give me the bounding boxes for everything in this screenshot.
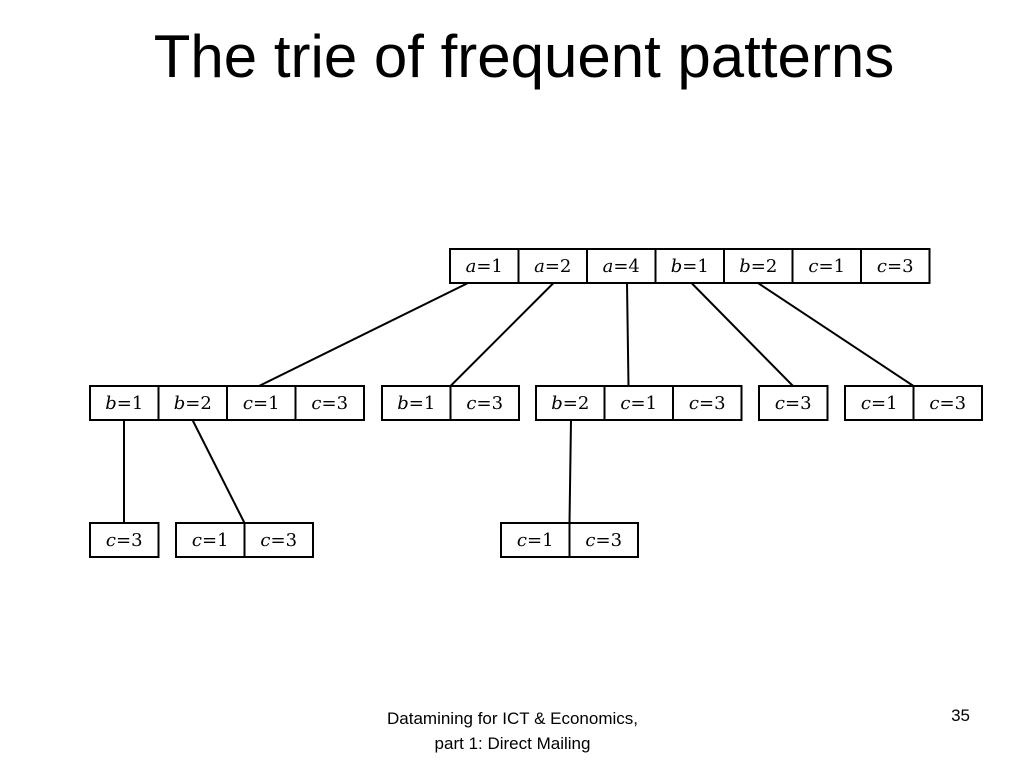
trie-cell-label: a=1 bbox=[466, 256, 503, 277]
trie-level3-node: c=1 c=3 bbox=[175, 522, 314, 558]
trie-cell-box bbox=[672, 385, 743, 421]
trie-cell-box bbox=[791, 248, 862, 284]
trie-cell-label: a=2 bbox=[534, 256, 571, 277]
footer-line-2: part 1: Direct Mailing bbox=[434, 734, 591, 753]
trie-cell-label: c=3 bbox=[466, 393, 503, 414]
trie-edge bbox=[690, 282, 794, 387]
trie-cell-label: b=2 bbox=[174, 393, 212, 414]
trie-cell-box bbox=[89, 522, 160, 558]
trie-cell-label: b=1 bbox=[105, 393, 143, 414]
trie-edge bbox=[626, 282, 630, 387]
trie-cell-label: b=2 bbox=[551, 393, 589, 414]
trie-cell-box bbox=[449, 248, 520, 284]
trie-edge bbox=[191, 419, 246, 524]
trie-cell-box bbox=[860, 248, 931, 284]
trie-edge bbox=[449, 282, 555, 387]
trie-cell-box bbox=[654, 248, 725, 284]
trie-cell-label: b=1 bbox=[397, 393, 435, 414]
trie-cell-box bbox=[243, 522, 314, 558]
trie-cell-label: c=1 bbox=[243, 393, 280, 414]
trie-cell-label: c=3 bbox=[260, 530, 297, 551]
trie-edge bbox=[568, 419, 572, 524]
trie-level2-node: c=3 bbox=[758, 385, 829, 421]
trie-level2-node: b=1 b=2 c=1 c=3 bbox=[89, 385, 365, 421]
trie-cell-label: c=3 bbox=[106, 530, 143, 551]
footer-line-1: Datamining for ICT & Economics, bbox=[387, 709, 638, 728]
trie-cell-label: b=2 bbox=[739, 256, 777, 277]
trie-level2-node: b=2 c=1 c=3 bbox=[535, 385, 743, 421]
trie-cell-box bbox=[912, 385, 983, 421]
trie-level2-node: c=1 c=3 bbox=[844, 385, 983, 421]
trie-level3-node: c=3 bbox=[89, 522, 160, 558]
slide-title: The trie of frequent patterns bbox=[153, 23, 895, 90]
trie-cell-label: c=3 bbox=[929, 393, 966, 414]
trie-cell-box bbox=[758, 385, 829, 421]
trie-level3-node: c=1 c=3 bbox=[500, 522, 639, 558]
trie-cell-box bbox=[568, 522, 639, 558]
page-number: 35 bbox=[951, 706, 970, 725]
trie-cell-label: c=3 bbox=[311, 393, 348, 414]
trie-cell-box bbox=[226, 385, 297, 421]
trie-cell-box bbox=[381, 385, 452, 421]
trie-cell-box bbox=[586, 248, 657, 284]
trie-cell-label: c=3 bbox=[775, 393, 812, 414]
trie-cell-label: c=3 bbox=[585, 530, 622, 551]
trie-edge bbox=[258, 282, 469, 387]
trie-cell-label: c=1 bbox=[517, 530, 554, 551]
trie-level2-node: b=1 c=3 bbox=[381, 385, 520, 421]
trie-cell-box bbox=[449, 385, 520, 421]
footer-caption: Datamining for ICT & Economics, part 1: … bbox=[350, 706, 675, 756]
trie-cell-label: b=1 bbox=[671, 256, 709, 277]
trie-cell-box bbox=[294, 385, 365, 421]
trie-cell-label: c=3 bbox=[877, 256, 914, 277]
trie-cell-box bbox=[175, 522, 246, 558]
trie-cell-label: c=1 bbox=[192, 530, 229, 551]
trie-cell-label: c=1 bbox=[861, 393, 898, 414]
trie-cell-label: c=1 bbox=[808, 256, 845, 277]
trie-cell-box bbox=[517, 248, 588, 284]
trie-root-node: a=1 a=2 a=4 b=1 b=2 c=1 c=3 bbox=[449, 248, 931, 284]
trie-cell-label: c=1 bbox=[620, 393, 657, 414]
trie-cell-label: c=3 bbox=[689, 393, 726, 414]
trie-cell-box bbox=[844, 385, 915, 421]
trie-edge bbox=[757, 282, 915, 387]
trie-cell-label: a=4 bbox=[603, 256, 640, 277]
